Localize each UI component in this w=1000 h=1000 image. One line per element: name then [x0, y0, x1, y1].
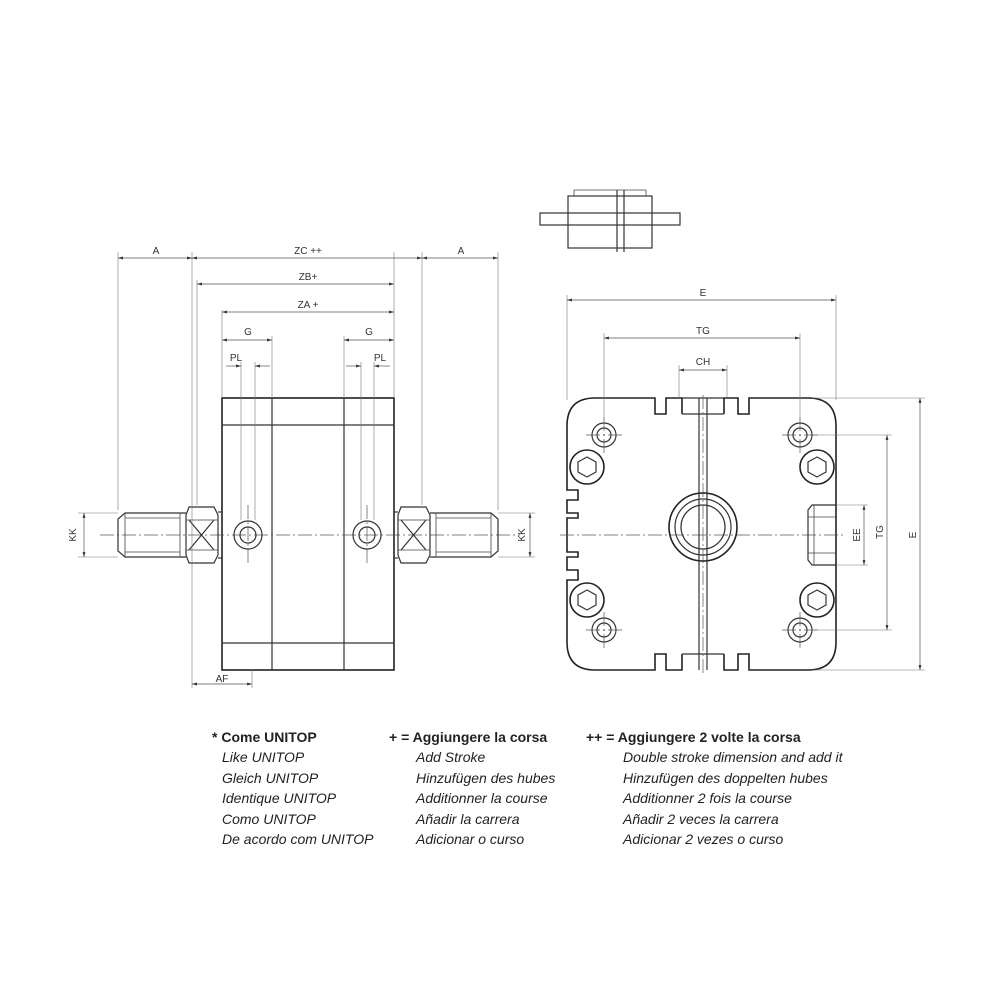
dim-label-zc: ZC ++	[294, 246, 322, 257]
dim-label-ee: EE	[852, 528, 863, 542]
dim-label-kk-left: KK	[68, 528, 79, 542]
wrench-flat-icon	[394, 506, 431, 564]
port-circle-icon	[233, 520, 263, 550]
legend-heading: ++ = Aggiungere 2 volte la corsa	[586, 729, 801, 745]
legend-heading: + = Aggiungere la corsa	[389, 729, 548, 745]
legend-item: Hinzufügen des doppelten hubes	[623, 769, 828, 786]
legend-item: Adicionar 2 vezes o curso	[623, 831, 784, 848]
legend-item: Adicionar o curso	[416, 831, 525, 848]
front-view: E TG CH E TG EE	[560, 288, 925, 675]
port-circle-icon	[782, 612, 818, 648]
small-top-view	[539, 189, 681, 252]
legend-item: Hinzufügen des hubes	[416, 769, 556, 786]
legend-column-2: + = Aggiungere la corsa Add Stroke Hinzu…	[389, 727, 555, 849]
front-body-outline	[566, 397, 837, 671]
dim-label-kk-right: KK	[517, 528, 528, 542]
dim-label-tg-top: TG	[696, 326, 710, 337]
hex-socket-screw-icon	[569, 582, 605, 618]
hex-socket-screw-icon	[799, 582, 835, 618]
right-piston-rod	[430, 512, 499, 558]
legend-item: Additionner la course	[416, 790, 548, 807]
hex-socket-screw-icon	[799, 449, 835, 485]
legend-item: Añadir 2 veces la carrera	[623, 810, 779, 827]
hex-socket-screw-icon	[569, 449, 605, 485]
dim-label-za: ZA +	[298, 300, 319, 311]
dim-label-g-left: G	[244, 327, 252, 338]
dim-label-a-right: A	[458, 246, 465, 257]
dim-label-ch: CH	[696, 357, 710, 368]
dim-label-af: AF	[216, 674, 229, 685]
dim-label-e-right: E	[908, 531, 919, 538]
legend-column-1: * Come UNITOP Like UNITOP Gleich UNITOP …	[212, 727, 373, 849]
legend-heading: * Come UNITOP	[212, 729, 317, 745]
legend-item: Additionner 2 fois la course	[623, 790, 792, 807]
legend-item: Añadir la carrera	[416, 810, 520, 827]
port-circle-icon	[586, 417, 622, 453]
legend-item: Como UNITOP	[222, 810, 316, 827]
dim-label-g-right: G	[365, 327, 373, 338]
legend-item: De acordo com UNITOP	[222, 831, 374, 848]
wrench-flat-icon	[185, 506, 222, 564]
dim-label-pl-left: PL	[230, 353, 243, 364]
dim-label-pl-right: PL	[374, 353, 387, 364]
dim-label-a-left: A	[153, 246, 160, 257]
left-piston-rod	[117, 512, 186, 558]
legend-column-3: ++ = Aggiungere 2 volte la corsa Double …	[586, 727, 842, 849]
legend-item: Identique UNITOP	[222, 790, 337, 807]
dim-label-tg-right: TG	[875, 525, 886, 539]
legend-item: Like UNITOP	[222, 749, 305, 766]
central-rod	[668, 492, 738, 562]
legend-item: Gleich UNITOP	[222, 769, 319, 786]
side-port	[807, 504, 836, 566]
dim-label-e-top: E	[700, 288, 707, 299]
cylinder-body	[221, 397, 395, 671]
dim-label-zb: ZB+	[299, 272, 318, 283]
side-view: A ZC ++ A ZB+ ZA + G G PL PL AF KK KK	[68, 246, 535, 688]
legend-item: Double stroke dimension and add it	[623, 749, 843, 766]
port-circle-icon	[352, 520, 382, 550]
legend-item: Add Stroke	[416, 749, 486, 766]
port-circle-icon	[586, 612, 622, 648]
